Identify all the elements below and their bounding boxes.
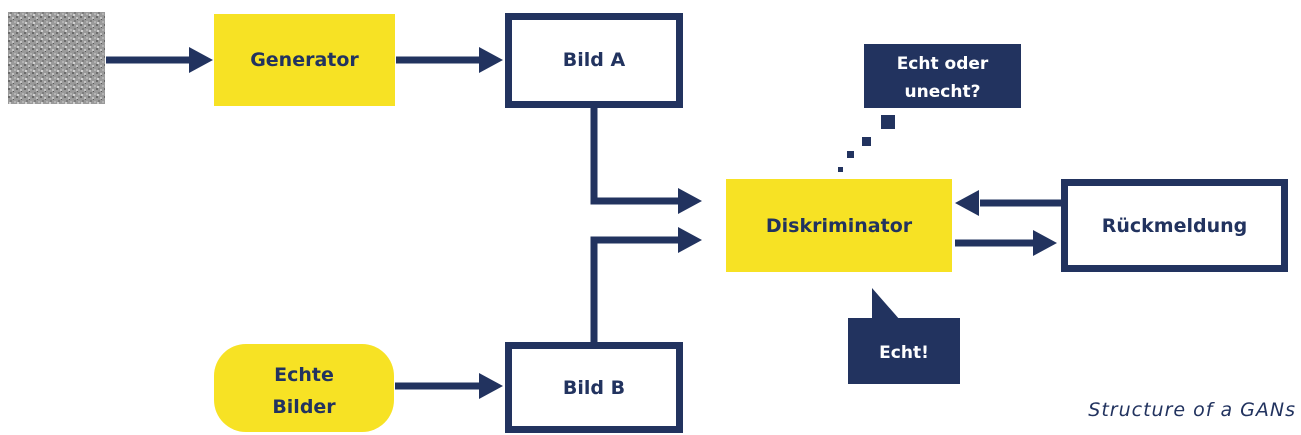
- thought-dot-small: [847, 151, 854, 158]
- arrow-head-discriminator-right: [955, 190, 979, 216]
- connectors: [106, 56, 1061, 390]
- answer-bubble: Echt!: [848, 288, 960, 384]
- arrow-image-b-to-discriminator: [590, 236, 682, 342]
- arrow-head-discriminator-bottom: [678, 227, 702, 253]
- question-bubble: Echt oder unecht?: [838, 44, 1021, 172]
- answer-bubble-label: Echt!: [879, 343, 929, 363]
- arrow-head-feedback: [1033, 230, 1057, 256]
- image-a-label: Bild A: [563, 49, 626, 71]
- generator-label: Generator: [250, 49, 359, 71]
- thought-dot-medium: [862, 137, 871, 146]
- arrow-head-image-a: [479, 47, 503, 73]
- image-b-label: Bild B: [563, 377, 625, 399]
- question-bubble-line2: unecht?: [905, 82, 981, 102]
- real-images-box: Echte Bilder: [214, 344, 394, 432]
- discriminator-label: Diskriminator: [766, 215, 913, 237]
- speech-bubble-tail: [872, 288, 900, 320]
- diagram-caption: Structure of a GANs: [1088, 399, 1296, 421]
- arrow-head-discriminator-top: [678, 188, 702, 214]
- thought-dot-tiny: [838, 167, 843, 172]
- arrow-head-generator: [189, 47, 213, 73]
- real-images-label-line1: Echte: [274, 364, 334, 386]
- thought-dot-large: [881, 115, 895, 129]
- question-bubble-line1: Echt oder: [897, 54, 989, 74]
- feedback-box: Rückmeldung: [1061, 179, 1288, 272]
- arrow-head-image-b: [479, 373, 503, 399]
- noise-input-image: [8, 12, 105, 104]
- feedback-label: Rückmeldung: [1102, 215, 1248, 237]
- arrow-image-a-to-discriminator: [590, 108, 682, 205]
- image-b-box: Bild B: [505, 342, 683, 433]
- real-images-label-line2: Bilder: [272, 396, 336, 418]
- arrow-heads: [189, 47, 1057, 399]
- image-a-box: Bild A: [505, 13, 683, 108]
- noise-image-icon: [8, 12, 105, 104]
- generator-box: Generator: [214, 14, 395, 106]
- discriminator-box: Diskriminator: [726, 179, 952, 272]
